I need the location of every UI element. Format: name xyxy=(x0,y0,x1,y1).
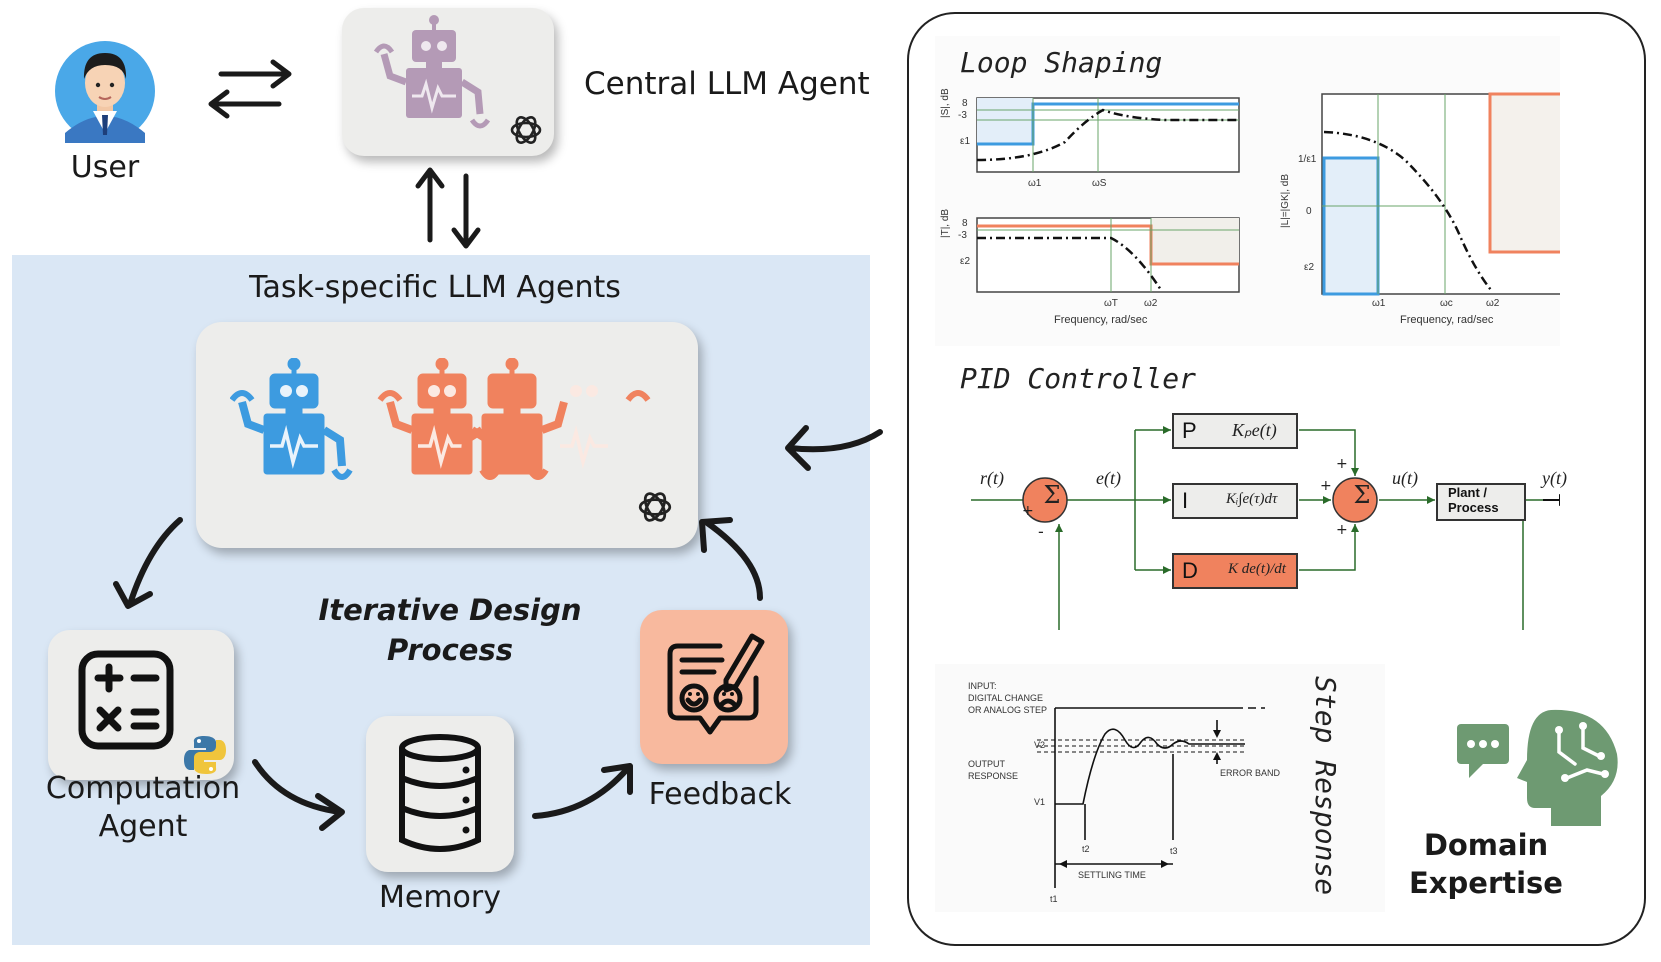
loop-shaping-plots xyxy=(976,92,1560,296)
t-tick-2: -3 xyxy=(958,230,967,241)
orange-robot-icon-1 xyxy=(377,358,501,480)
step-response-title: Step Response xyxy=(1309,676,1342,896)
s-xtick-1: ω1 xyxy=(1028,178,1042,189)
i-block-expr: Kᵢ∫e(τ)dτ xyxy=(1226,491,1278,507)
step-input-line1: INPUT: xyxy=(968,681,997,691)
computation-line2: Agent xyxy=(98,809,188,844)
t-xtick-2: ω2 xyxy=(1144,298,1158,309)
l-tick-2: 0 xyxy=(1306,206,1312,217)
updown-arrows-icon xyxy=(415,167,481,249)
domain-line1: Domain xyxy=(1423,828,1549,862)
pid-title: PID Controller xyxy=(960,362,1197,395)
pid-y-label: y(t) xyxy=(1542,468,1567,488)
central-robot-icon xyxy=(373,15,491,129)
t-xtick-1: ωT xyxy=(1104,298,1118,309)
sum-symbol-1: Σ xyxy=(1043,481,1061,509)
step-response-plot xyxy=(1037,707,1265,888)
step-input-line2: DIGITAL CHANGE xyxy=(968,693,1044,703)
plant-line1: Plant / xyxy=(1448,485,1488,500)
orange-robot-icon-2 xyxy=(464,358,651,480)
memory-label: Memory xyxy=(378,880,501,915)
plus-sign-p: + xyxy=(1336,456,1348,472)
task-robots-group xyxy=(230,358,651,480)
s-ylabel: |S|, dB xyxy=(940,88,951,118)
step-settling-label: SETTLING TIME xyxy=(1078,870,1146,880)
step-input-text: INPUT: DIGITAL CHANGE OR ANALOG STEP xyxy=(968,680,1047,716)
t-tick-3: ε2 xyxy=(960,256,971,267)
process-line2: Process xyxy=(387,633,513,667)
calculator-icon xyxy=(78,650,174,750)
step-response-section xyxy=(935,664,1385,912)
step-error-band-label: ERROR BAND xyxy=(1220,768,1281,778)
s-tick-3: ε1 xyxy=(960,136,971,147)
exchange-arrows-icon xyxy=(208,59,292,119)
brain-head-icon xyxy=(1457,709,1618,826)
computation-line1: Computation xyxy=(45,771,241,806)
minus-sign-feedback: - xyxy=(1038,522,1044,541)
l-xtick-3: ω2 xyxy=(1486,298,1500,309)
sum-symbol-2: Σ xyxy=(1353,481,1371,509)
l-xtick-2: ωc xyxy=(1440,298,1453,309)
l-xlabel: Frequency, rad/sec xyxy=(1400,314,1494,326)
step-v2-label: V2 xyxy=(1034,740,1046,750)
user-label: User xyxy=(70,150,140,185)
s-xtick-2: ωS xyxy=(1092,178,1107,189)
step-t1-label: t1 xyxy=(1050,894,1058,904)
feedback-tile xyxy=(640,610,788,764)
process-line1: Iterative Design xyxy=(318,593,582,627)
d-block-letter: D xyxy=(1182,558,1198,583)
l-tick-3: ε2 xyxy=(1304,262,1315,273)
plus-sign-i: + xyxy=(1320,478,1332,494)
domain-expertise-label: Domain Expertise xyxy=(1386,826,1586,902)
d-block-expr: K de(t)/dt xyxy=(1228,561,1286,577)
t-ylabel: |T|, dB xyxy=(940,208,951,238)
plant-block-label: Plant / Process xyxy=(1448,485,1499,515)
l-tick-1: 1/ε1 xyxy=(1298,154,1317,165)
central-agent-label: Central LLM Agent xyxy=(584,66,870,102)
step-t2-label: t2 xyxy=(1082,844,1090,854)
i-block-letter: I xyxy=(1182,488,1189,513)
blue-robot-icon xyxy=(230,358,353,480)
computation-agent-label: Computation Agent xyxy=(30,770,256,846)
step-input-line3: OR ANALOG STEP xyxy=(968,705,1048,715)
task-agents-title: Task-specific LLM Agents xyxy=(249,270,621,305)
plus-sign-r: + xyxy=(1022,503,1034,519)
s-tick-1: 8 xyxy=(962,98,968,109)
p-block-letter: P xyxy=(1182,418,1197,443)
openai-logo-icon xyxy=(510,116,542,144)
step-output-line2: RESPONSE xyxy=(968,771,1019,781)
t-xlabel: Frequency, rad/sec xyxy=(1054,314,1148,326)
pid-u-label: u(t) xyxy=(1392,468,1418,488)
database-icon xyxy=(399,734,481,852)
step-t3-label: t3 xyxy=(1170,846,1178,856)
step-output-text: OUTPUT RESPONSE xyxy=(968,758,1018,782)
step-output-line1: OUTPUT xyxy=(968,759,1005,769)
pid-e-label: e(t) xyxy=(1096,468,1121,488)
s-tick-2: -3 xyxy=(958,110,967,121)
pid-block-diagram xyxy=(971,413,1560,630)
domain-line2: Expertise xyxy=(1409,866,1563,900)
p-block-expr: Kₚe(t) xyxy=(1232,420,1277,440)
openai-logo-icon xyxy=(638,492,672,522)
feedback-faces-icon xyxy=(667,633,765,735)
l-xtick-1: ω1 xyxy=(1372,298,1386,309)
python-logo-icon xyxy=(184,736,226,774)
iterative-process-label: Iterative Design Process xyxy=(300,590,600,670)
plus-sign-d: + xyxy=(1336,522,1348,538)
t-tick-1: 8 xyxy=(962,218,968,229)
l-ylabel: |L|=|GK|, dB xyxy=(1280,173,1291,228)
user-avatar-icon xyxy=(53,35,157,143)
memory-tile xyxy=(366,716,514,872)
computation-agent-tile xyxy=(48,630,234,780)
feedback-label: Feedback xyxy=(648,777,792,812)
step-v1-label: V1 xyxy=(1034,797,1046,807)
pid-r-label: r(t) xyxy=(980,468,1004,488)
plant-line2: Process xyxy=(1448,500,1499,515)
loop-shaping-title: Loop Shaping xyxy=(960,46,1163,79)
central-agent-tile xyxy=(342,8,554,156)
